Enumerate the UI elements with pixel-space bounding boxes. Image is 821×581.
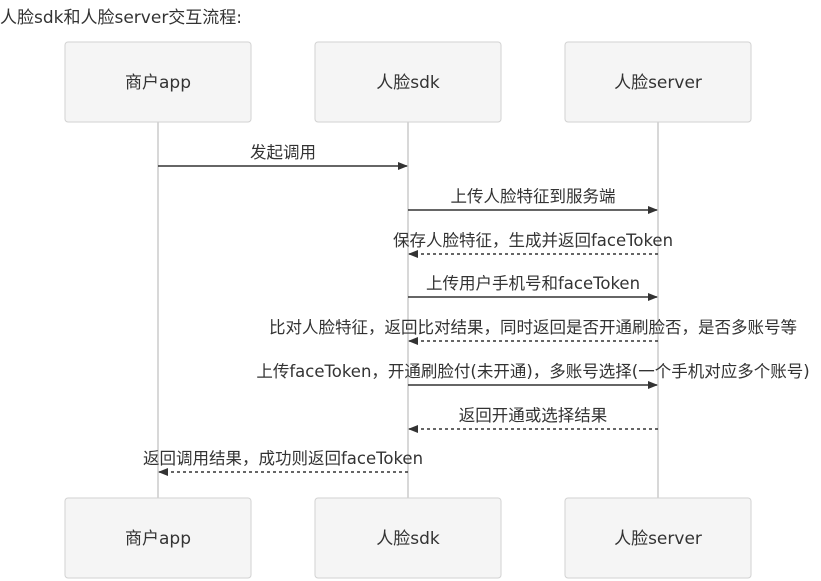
- message-2: 上传人脸特征到服务端: [408, 187, 658, 214]
- message-8: 返回调用结果，成功则返回faceToken: [143, 449, 423, 476]
- actor-label-server: 人脸server: [614, 73, 702, 93]
- message-3: 保存人脸特征，生成并返回faceToken: [393, 231, 673, 258]
- message-label: 保存人脸特征，生成并返回faceToken: [393, 231, 673, 250]
- message-4: 上传用户手机号和faceToken: [408, 274, 658, 301]
- message-label: 上传人脸特征到服务端: [451, 187, 616, 206]
- message-label: 返回调用结果，成功则返回faceToken: [143, 449, 423, 468]
- actor-label-server: 人脸server: [614, 529, 702, 549]
- message-1: 发起调用: [158, 143, 408, 170]
- message-6: 上传faceToken，开通刷脸付(未开通)，多账号选择(一个手机对应多个账号): [256, 362, 810, 389]
- message-label: 返回开通或选择结果: [459, 406, 608, 425]
- actor-box-server-top: 人脸server: [564, 41, 752, 123]
- actor-box-app-top: 商户app: [64, 41, 252, 123]
- message-label: 发起调用: [250, 143, 316, 162]
- actor-box-app-bottom: 商户app: [64, 497, 252, 579]
- actor-box-sdk-top: 人脸sdk: [314, 41, 502, 123]
- actor-label-sdk: 人脸sdk: [376, 529, 440, 549]
- diagram-heading: 人脸sdk和人脸server交互流程:: [0, 8, 243, 28]
- message-label: 比对人脸特征，返回比对结果，同时返回是否开通刷脸否，是否多账号等: [269, 318, 797, 337]
- actor-box-sdk-bottom: 人脸sdk: [314, 497, 502, 579]
- message-7: 返回开通或选择结果: [408, 406, 658, 433]
- actor-box-server-bottom: 人脸server: [564, 497, 752, 579]
- message-label: 上传用户手机号和faceToken: [426, 274, 640, 293]
- actor-label-app: 商户app: [125, 529, 191, 549]
- actor-label-sdk: 人脸sdk: [376, 73, 440, 93]
- message-5: 比对人脸特征，返回比对结果，同时返回是否开通刷脸否，是否多账号等: [269, 318, 797, 345]
- actor-label-app: 商户app: [125, 73, 191, 93]
- message-label: 上传faceToken，开通刷脸付(未开通)，多账号选择(一个手机对应多个账号): [256, 362, 809, 381]
